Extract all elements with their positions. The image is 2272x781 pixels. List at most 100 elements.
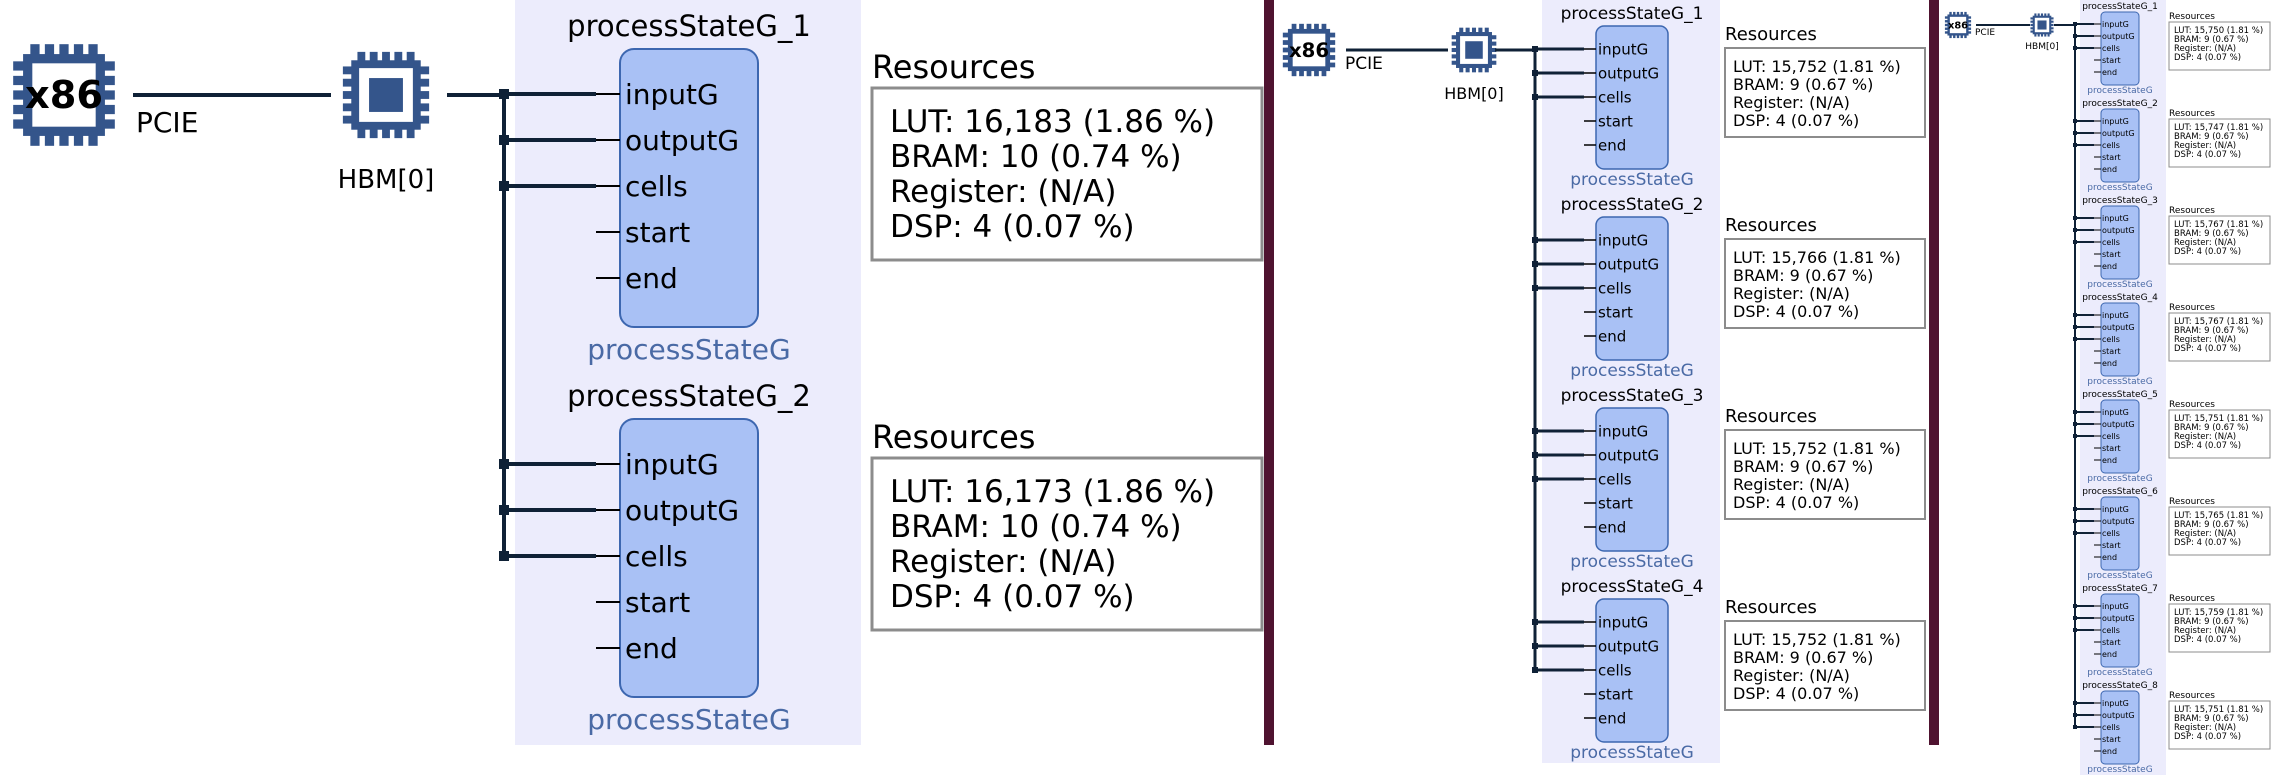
x86-host-icon-pin (100, 75, 115, 86)
resource-lut: LUT: 15,766 (1.81 %) (1733, 248, 1901, 267)
kernel-type-label: processStateG (1570, 361, 1694, 381)
kernel-block (619, 418, 759, 698)
resource-bram: BRAM: 9 (0.67 %) (2174, 423, 2249, 433)
x86-host-icon-pin (44, 131, 55, 146)
port-label-start: start (2102, 638, 2121, 647)
port-label-inputG: inputG (2102, 20, 2129, 29)
hbm-memory-icon-core (2037, 20, 2047, 30)
kernel-3: processStateG_3inputGoutputGcellsstarten… (2073, 196, 2158, 290)
pcie-label: PCIE (136, 106, 198, 139)
hbm-memory-icon-pin (1459, 27, 1464, 35)
hbm-memory-icon-pin (416, 103, 430, 112)
port-label-end: end (2102, 553, 2117, 562)
hbm-label: HBM[0] (338, 165, 435, 195)
kernel-instance-name: processStateG_7 (2082, 584, 2158, 594)
x86-host-icon-pin (100, 90, 115, 100)
x86-host-icon-pin (100, 104, 115, 115)
resources-box (2168, 312, 2271, 362)
resources-box (1724, 429, 1926, 520)
port-label-cells: cells (2102, 44, 2120, 53)
port-label-outputG: outputG (1598, 446, 1659, 464)
hbm-memory-icon-pin (342, 103, 356, 112)
x86-host-icon: x86 (1944, 11, 1972, 39)
resource-dsp: DSP: 4 (0.07 %) (2174, 150, 2241, 160)
hbm-memory-icon-pin (2047, 33, 2050, 37)
port-label-start: start (2102, 347, 2121, 356)
resource-lut: LUT: 15,767 (1.81 %) (2174, 220, 2263, 230)
x86-host-icon-pin (100, 119, 115, 129)
kernel-3: processStateG_3inputGoutputGcellsstarten… (1532, 386, 1703, 572)
kernel-instance-name: processStateG_5 (2082, 390, 2158, 400)
port-label-cells: cells (625, 540, 688, 573)
port-label-outputG: outputG (2102, 517, 2135, 526)
x86-host-icon-label: x86 (25, 73, 103, 118)
hbm-memory-icon-pin (416, 91, 430, 99)
resource-dsp: DSP: 4 (0.07 %) (2174, 441, 2241, 451)
port-label-cells: cells (1598, 88, 1632, 106)
resource-lut: LUT: 15,751 (1.81 %) (2174, 414, 2263, 424)
x86-host-icon-pin (1321, 68, 1327, 77)
port-label-cells: cells (2102, 432, 2120, 441)
resource-register: Register: (N/A) (1733, 284, 1850, 303)
port-label-cells: cells (2102, 723, 2120, 732)
x86-host-icon-pin (1953, 34, 1956, 39)
x86-host-icon-pin (13, 61, 28, 71)
hbm-label: HBM[0] (1444, 84, 1503, 103)
resource-register: Register: (N/A) (890, 174, 1116, 210)
resources-title: Resources (1725, 597, 1817, 618)
x86-host-icon-pin (88, 131, 98, 146)
port-label-outputG: outputG (2102, 323, 2135, 332)
hbm-memory-icon-pin (2030, 17, 2034, 20)
x86-host-icon-pin (100, 61, 115, 71)
resource-dsp: DSP: 4 (0.07 %) (2174, 247, 2241, 257)
resource-lut: LUT: 15,752 (1.81 %) (1733, 630, 1901, 649)
hbm-memory-icon-pin (342, 115, 356, 124)
resource-lut: LUT: 16,173 (1.86 %) (890, 474, 1215, 510)
x86-host-icon-pin (1282, 62, 1291, 68)
hbm-memory-icon-pin (1489, 35, 1497, 40)
port-label-end: end (625, 632, 678, 665)
pcie-label: PCIE (1975, 28, 1995, 38)
kernel-instance-name: processStateG_8 (2082, 681, 2158, 691)
x86-host-icon-pin (1327, 40, 1336, 45)
x86-host-icon-pin (1306, 23, 1312, 32)
hbm-memory-icon-pin (2047, 13, 2050, 17)
resources-title: Resources (1725, 24, 1817, 45)
x86-host-icon-pin (1282, 55, 1291, 60)
kernel-block (619, 48, 759, 328)
x86-host-icon-label: x86 (1948, 20, 1968, 31)
panel-3: x86PCIEHBM[0]processStateG_1inputGoutput… (1944, 0, 2271, 775)
connection-dot (499, 89, 509, 99)
kernel-8: processStateG_8inputGoutputGcellsstarten… (2073, 681, 2158, 775)
port-label-start: start (625, 586, 690, 619)
port-label-inputG: inputG (2102, 311, 2129, 320)
hbm-memory-icon-pin (394, 51, 403, 65)
hbm-memory-icon-pin (342, 91, 356, 99)
x86-host-icon-pin (13, 75, 28, 86)
kernel-instance-name: processStateG_1 (567, 9, 811, 43)
port-label-outputG: outputG (2102, 32, 2135, 41)
hbm-memory-icon-pin (2040, 13, 2044, 17)
resource-bram: BRAM: 9 (0.67 %) (1733, 648, 1873, 667)
x86-host-icon-pin (1944, 16, 1949, 19)
hbm-memory-icon-pin (1489, 41, 1497, 46)
hbm-memory-icon-pin (2050, 23, 2054, 27)
kernel-type-label: processStateG (587, 333, 790, 366)
resource-dsp: DSP: 4 (0.07 %) (1733, 684, 1859, 703)
kernel-5: processStateG_5inputGoutputGcellsstarten… (2073, 390, 2158, 484)
kernel-type-label: processStateG (2087, 280, 2152, 290)
port-label-end: end (1598, 136, 1626, 154)
port-label-cells: cells (1598, 470, 1632, 488)
hbm-memory-icon-pin (1471, 65, 1477, 73)
resources-title: Resources (872, 418, 1035, 456)
port-label-start: start (1598, 112, 1633, 130)
x86-host-icon-pin (59, 44, 69, 59)
kernel-4: processStateG_4inputGoutputGcellsstarten… (1532, 577, 1703, 763)
hbm-memory-icon (2030, 13, 2054, 37)
